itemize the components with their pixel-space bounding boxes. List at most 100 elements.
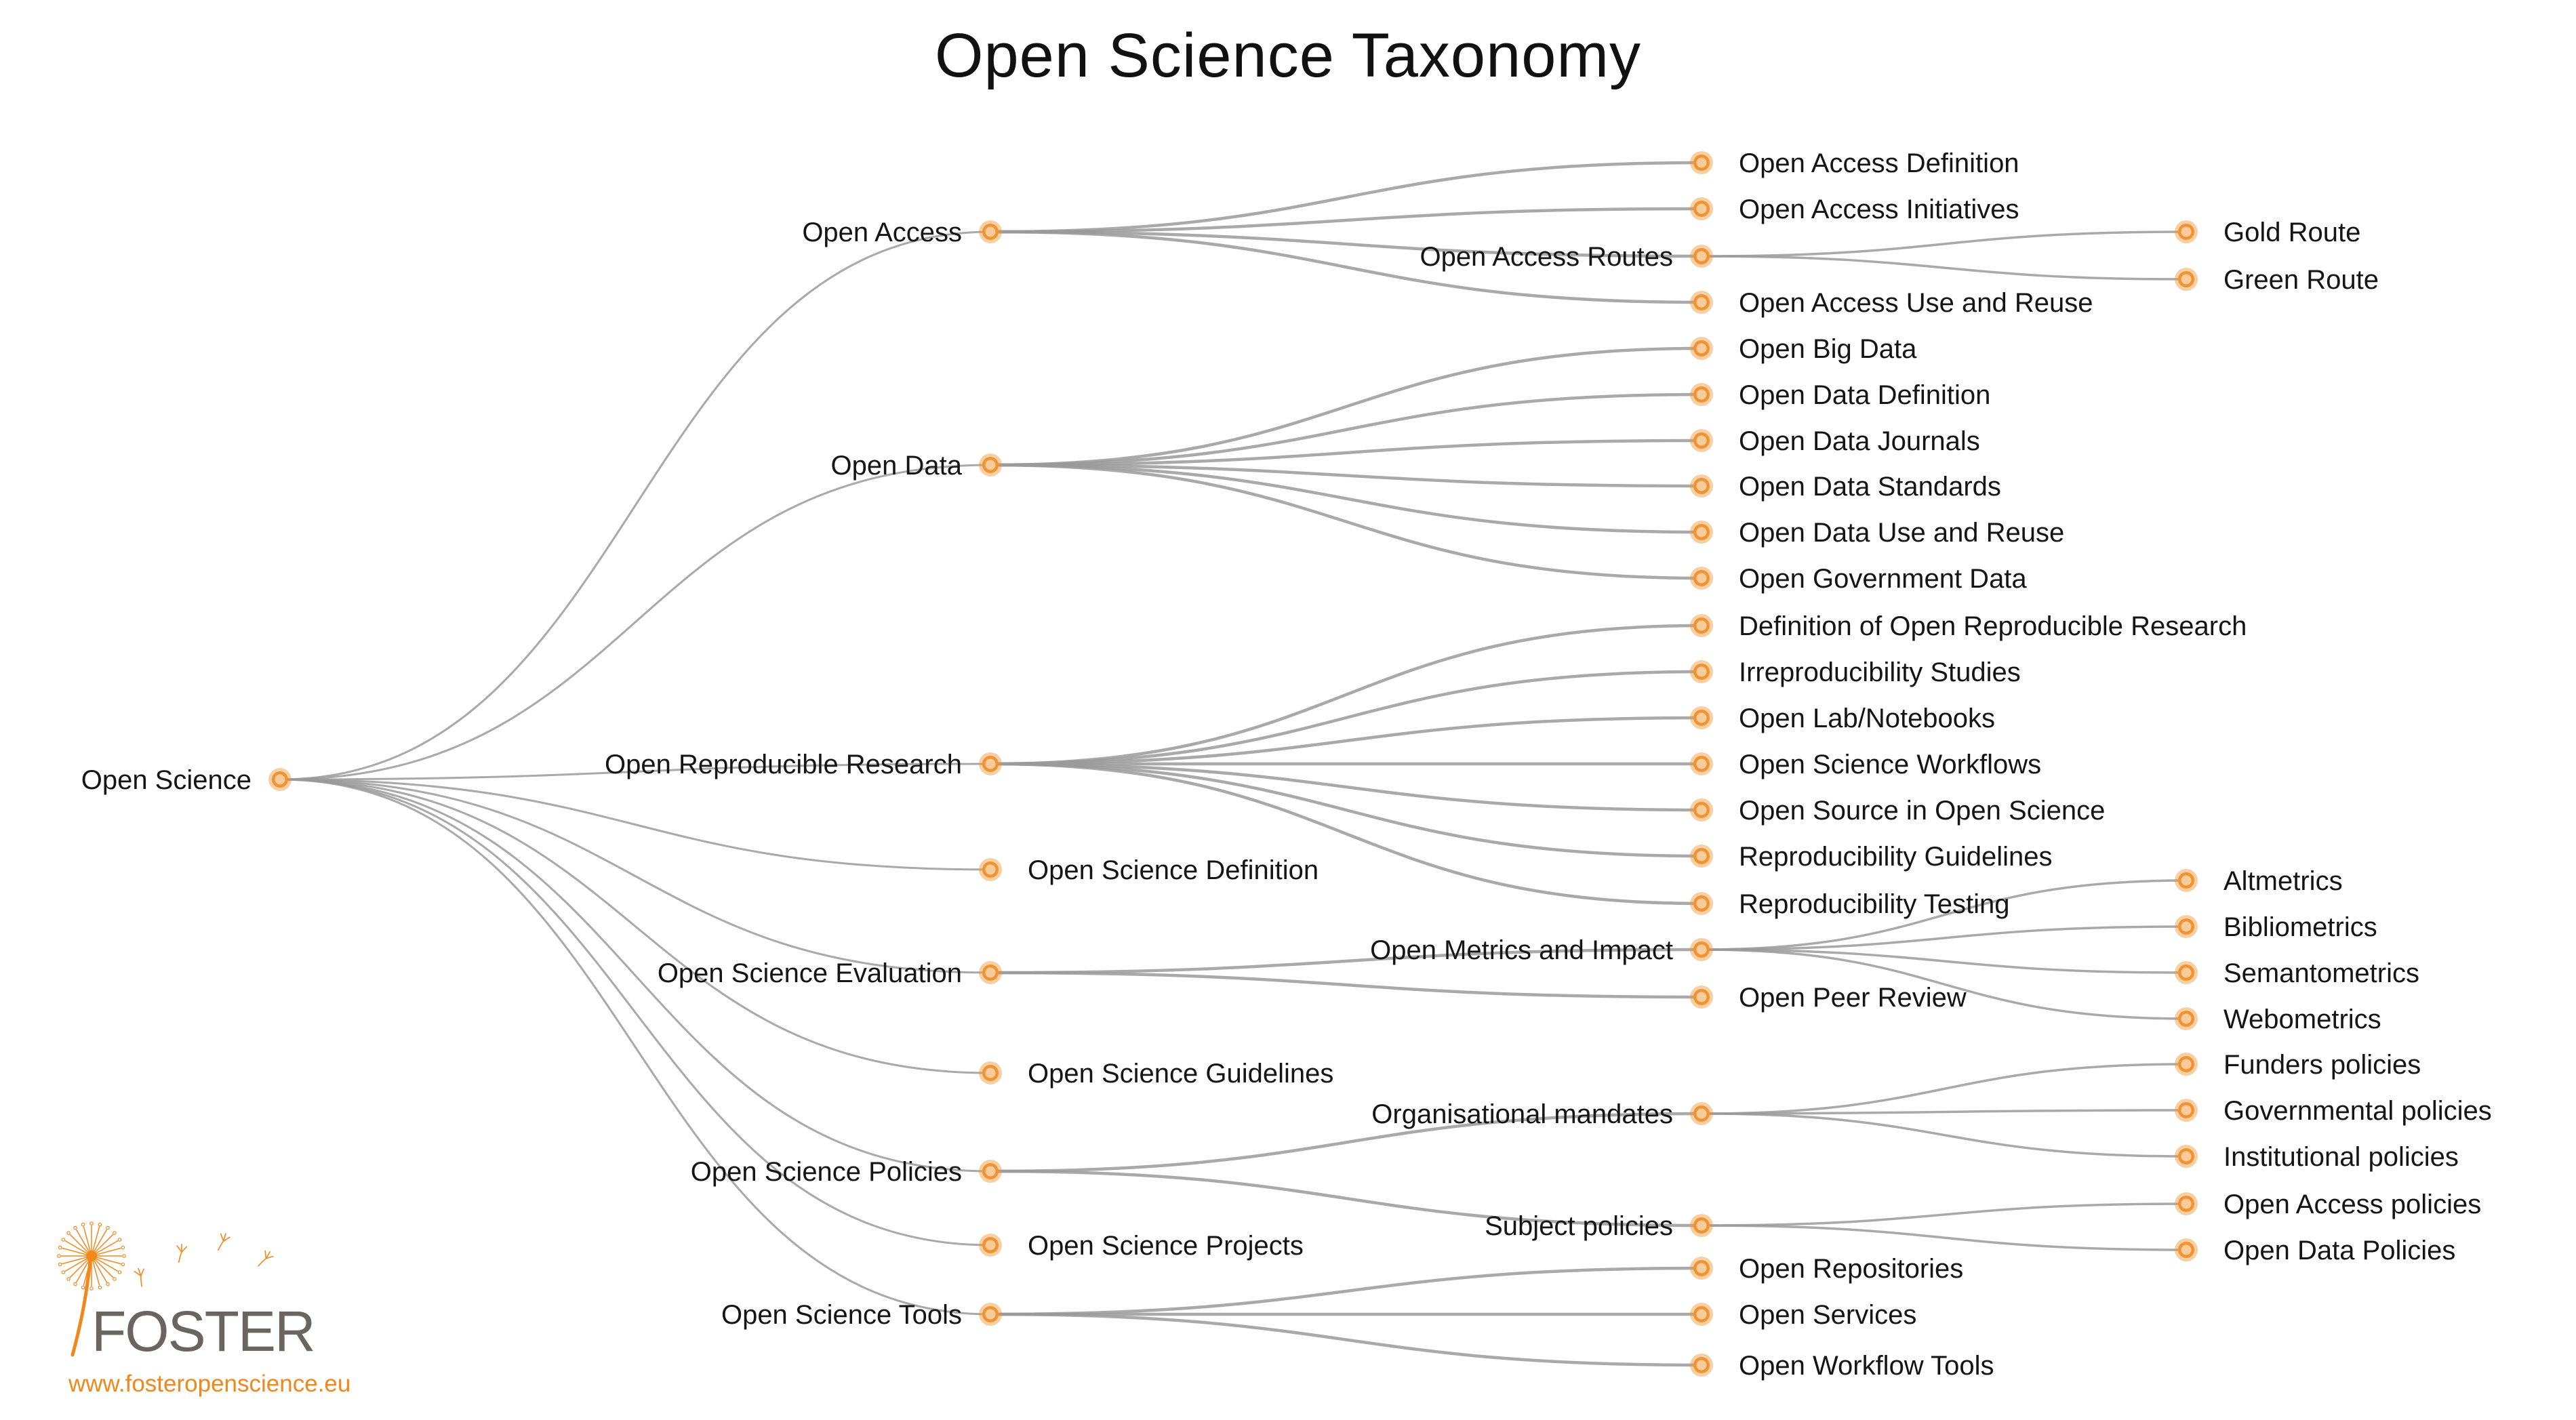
label-open-data[interactable]: Open Data <box>831 451 963 481</box>
link-open-science-guidelines <box>279 778 991 1074</box>
node-reproducibility-guidelines[interactable] <box>1690 845 1713 868</box>
label-open-access-initiatives[interactable]: Open Access Initiatives <box>1739 195 2019 224</box>
node-subject-policies[interactable] <box>1690 1214 1713 1237</box>
label-institutional-policies[interactable]: Institutional policies <box>2223 1142 2459 1172</box>
node-open-peer-review[interactable] <box>1690 986 1713 1009</box>
node-open-science-policies[interactable] <box>979 1160 1002 1183</box>
node-governmental-policies[interactable] <box>2175 1099 2198 1122</box>
link-open-reproducible-research <box>279 763 991 781</box>
node-open-services[interactable] <box>1690 1303 1713 1326</box>
label-open-repositories[interactable]: Open Repositories <box>1739 1254 1963 1284</box>
node-open-science-guidelines[interactable] <box>979 1061 1002 1084</box>
label-open-science-guidelines[interactable]: Open Science Guidelines <box>1028 1059 1333 1089</box>
label-open-access-policies[interactable]: Open Access policies <box>2223 1190 2481 1219</box>
node-bibliometrics[interactable] <box>2175 915 2198 938</box>
node-green-route[interactable] <box>2175 268 2198 291</box>
node-semantometrics[interactable] <box>2175 961 2198 984</box>
node-open-government-data[interactable] <box>1690 567 1713 590</box>
label-open-data-policies[interactable]: Open Data Policies <box>2223 1236 2455 1265</box>
link-open-workflow-tools <box>990 1312 1702 1367</box>
label-open-access-use-and-reuse[interactable]: Open Access Use and Reuse <box>1739 288 2093 318</box>
label-open-lab-notebooks[interactable]: Open Lab/Notebooks <box>1739 704 1995 733</box>
label-open-science-definition[interactable]: Open Science Definition <box>1028 855 1319 885</box>
link-altmetrics <box>1701 879 2187 951</box>
label-open-peer-review[interactable]: Open Peer Review <box>1739 983 1967 1013</box>
node-gold-route[interactable] <box>2175 220 2198 243</box>
label-open-science[interactable]: Open Science <box>81 765 251 795</box>
node-open-source-in-open-science[interactable] <box>1690 798 1713 821</box>
label-open-workflow-tools[interactable]: Open Workflow Tools <box>1739 1351 1994 1381</box>
node-open-workflow-tools[interactable] <box>1690 1354 1713 1377</box>
node-irreproducibility-studies[interactable] <box>1690 660 1713 683</box>
label-open-reproducible-research[interactable]: Open Reproducible Research <box>605 750 962 779</box>
label-irreproducibility-studies[interactable]: Irreproducibility Studies <box>1739 657 2021 687</box>
page-title: Open Science Taxonomy <box>934 21 1642 90</box>
node-altmetrics[interactable] <box>2175 869 2198 892</box>
link-open-access-initiatives <box>990 207 1702 234</box>
node-open-access-policies[interactable] <box>2175 1192 2198 1215</box>
label-open-science-tools[interactable]: Open Science Tools <box>721 1300 962 1330</box>
node-institutional-policies[interactable] <box>2175 1145 2198 1168</box>
node-open-science-workflows[interactable] <box>1690 752 1713 775</box>
label-green-route[interactable]: Green Route <box>2223 265 2379 295</box>
label-open-government-data[interactable]: Open Government Data <box>1739 564 2027 594</box>
label-subject-policies[interactable]: Subject policies <box>1485 1211 1673 1241</box>
label-open-access-definition[interactable]: Open Access Definition <box>1739 148 2019 178</box>
label-open-access-routes[interactable]: Open Access Routes <box>1420 242 1673 272</box>
node-open-access-routes[interactable] <box>1690 245 1713 268</box>
label-bibliometrics[interactable]: Bibliometrics <box>2223 912 2377 942</box>
label-open-metrics-and-impact[interactable]: Open Metrics and Impact <box>1370 935 1673 965</box>
node-open-science-projects[interactable] <box>979 1234 1002 1257</box>
node-open-metrics-and-impact[interactable] <box>1690 938 1713 961</box>
label-definition-of-open-reproducible-research[interactable]: Definition of Open Reproducible Research <box>1739 611 2247 641</box>
label-open-services[interactable]: Open Services <box>1739 1300 1916 1330</box>
link-open-science-policies <box>279 778 991 1173</box>
node-open-science-evaluation[interactable] <box>979 961 1002 984</box>
node-open-data-journals[interactable] <box>1690 429 1713 452</box>
node-open-access-definition[interactable] <box>1690 151 1713 174</box>
node-open-access-initiatives[interactable] <box>1690 197 1713 220</box>
node-open-big-data[interactable] <box>1690 337 1713 360</box>
node-open-data[interactable] <box>979 453 1002 476</box>
label-open-big-data[interactable]: Open Big Data <box>1739 334 1917 364</box>
node-open-science-definition[interactable] <box>979 858 1002 881</box>
node-funders-policies[interactable] <box>2175 1053 2198 1076</box>
label-open-science-projects[interactable]: Open Science Projects <box>1028 1231 1304 1261</box>
label-open-science-policies[interactable]: Open Science Policies <box>691 1157 962 1187</box>
label-reproducibility-testing[interactable]: Reproducibility Testing <box>1739 889 2009 919</box>
label-organisational-mandates[interactable]: Organisational mandates <box>1371 1099 1673 1129</box>
node-open-science-tools[interactable] <box>979 1303 1002 1326</box>
node-open-data-standards[interactable] <box>1690 474 1713 498</box>
label-governmental-policies[interactable]: Governmental policies <box>2223 1096 2492 1126</box>
node-definition-of-open-reproducible-research[interactable] <box>1690 614 1713 637</box>
label-open-data-journals[interactable]: Open Data Journals <box>1739 426 1980 456</box>
logo-url[interactable]: www.fosteropenscience.eu <box>68 1371 350 1397</box>
label-webometrics[interactable]: Webometrics <box>2223 1005 2381 1034</box>
label-altmetrics[interactable]: Altmetrics <box>2223 866 2343 896</box>
label-open-science-workflows[interactable]: Open Science Workflows <box>1739 750 2041 779</box>
label-semantometrics[interactable]: Semantometrics <box>2223 958 2419 988</box>
node-open-science[interactable] <box>268 768 291 791</box>
label-reproducibility-guidelines[interactable]: Reproducibility Guidelines <box>1739 842 2052 872</box>
label-open-data-standards[interactable]: Open Data Standards <box>1739 472 2001 502</box>
node-open-data-use-and-reuse[interactable] <box>1690 521 1713 544</box>
label-open-source-in-open-science[interactable]: Open Source in Open Science <box>1739 796 2105 826</box>
node-open-reproducible-research[interactable] <box>979 752 1002 775</box>
node-open-lab-notebooks[interactable] <box>1690 706 1713 729</box>
node-organisational-mandates[interactable] <box>1690 1102 1713 1125</box>
node-open-access-use-and-reuse[interactable] <box>1690 291 1713 314</box>
node-open-data-definition[interactable] <box>1690 383 1713 406</box>
link-open-data <box>279 464 991 781</box>
label-funders-policies[interactable]: Funders policies <box>2223 1050 2421 1080</box>
label-open-data-use-and-reuse[interactable]: Open Data Use and Reuse <box>1739 518 2064 548</box>
node-open-access[interactable] <box>979 220 1002 243</box>
node-webometrics[interactable] <box>2175 1007 2198 1030</box>
dandelion-icon <box>57 1221 274 1357</box>
node-open-repositories[interactable] <box>1690 1257 1713 1280</box>
node-open-data-policies[interactable] <box>2175 1238 2198 1261</box>
label-open-data-definition[interactable]: Open Data Definition <box>1739 380 1990 410</box>
label-open-access[interactable]: Open Access <box>802 218 962 247</box>
label-gold-route[interactable]: Gold Route <box>2223 218 2360 247</box>
label-open-science-evaluation[interactable]: Open Science Evaluation <box>658 958 962 988</box>
node-reproducibility-testing[interactable] <box>1690 892 1713 915</box>
